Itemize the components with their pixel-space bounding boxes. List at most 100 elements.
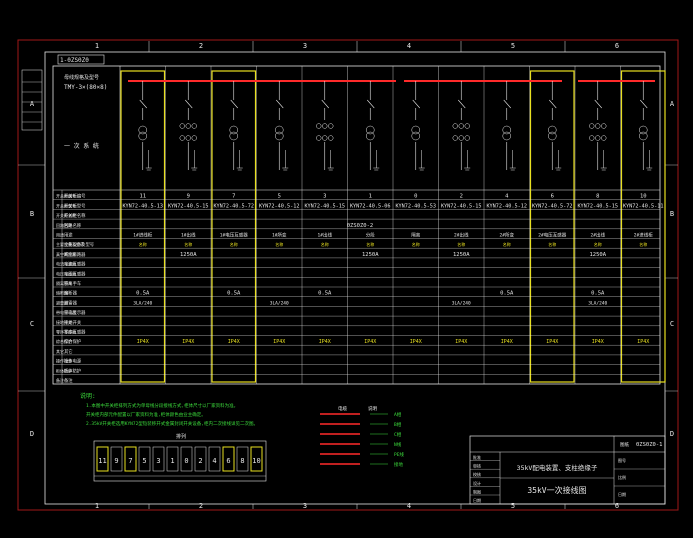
ct-symbol bbox=[458, 135, 464, 141]
column-number: 1 bbox=[95, 502, 99, 510]
row-label: 隔离手车 bbox=[56, 280, 72, 286]
layout-cell bbox=[166, 446, 179, 472]
ct-value: 3LA/240 bbox=[270, 300, 289, 306]
column-header: 名称 bbox=[457, 241, 465, 247]
panel-number: 8 bbox=[596, 194, 599, 200]
panel-name: 2#所变 bbox=[500, 232, 515, 239]
breaker-symbol bbox=[185, 99, 193, 109]
corner-tag-box bbox=[57, 54, 105, 65]
legend-header: 电缆 bbox=[338, 405, 347, 412]
breaker-symbol bbox=[503, 99, 511, 109]
row-letter: D bbox=[30, 430, 34, 438]
ip-rating: IP4X bbox=[182, 339, 194, 345]
transformer-symbol bbox=[138, 125, 147, 135]
title-block-label: 批准 bbox=[473, 454, 481, 460]
row-label: 用途 bbox=[56, 232, 64, 238]
panel-model: KYN72-40.5-53 bbox=[395, 203, 436, 209]
ip-rating: IP4X bbox=[637, 339, 649, 345]
legend-item: N线 bbox=[394, 441, 402, 448]
panel-highlight bbox=[120, 70, 166, 383]
panel-number: 11 bbox=[139, 194, 146, 200]
layout-cell bbox=[138, 446, 151, 472]
breaker-symbol bbox=[594, 99, 602, 109]
transformer-symbol bbox=[138, 131, 147, 141]
panel-model: KYN72-40.5-15 bbox=[441, 203, 482, 209]
column-number: 5 bbox=[511, 502, 515, 510]
layout-cell-number: 8 bbox=[240, 457, 244, 465]
row-letter: C bbox=[670, 320, 674, 328]
row-label: 综合保护 bbox=[64, 338, 81, 345]
ct-symbol bbox=[185, 123, 191, 129]
layout-cell-number: 3 bbox=[156, 457, 160, 465]
title-block-label: 设计 bbox=[473, 480, 481, 486]
panel-name: 隔离 bbox=[411, 232, 420, 239]
panel-model: KYN72-40.5-15 bbox=[577, 203, 618, 209]
panel-number: 5 bbox=[278, 194, 281, 200]
layout-cell-number: 2 bbox=[198, 457, 202, 465]
panel-name: 1#进线柜 bbox=[133, 232, 152, 239]
column-number: 6 bbox=[615, 502, 619, 510]
layout-header: 排列 bbox=[176, 433, 186, 440]
notes-line: 开关柜内部元件配置以厂家资料为准,柜体颜色由业主确定。 bbox=[86, 411, 206, 418]
panel-name: 2#进线柜 bbox=[634, 232, 653, 239]
layout-cell bbox=[110, 446, 123, 472]
row-label: 柜体防护 bbox=[64, 367, 81, 374]
row-label: 开关柜型号 bbox=[56, 202, 76, 208]
transformer-symbol bbox=[502, 125, 511, 135]
title-block-label: 审核 bbox=[473, 463, 481, 469]
breaker-value: 0.5A bbox=[591, 291, 605, 297]
legend-item: C相 bbox=[394, 431, 402, 438]
layout-cell-number: 10 bbox=[252, 457, 260, 465]
ct-symbol bbox=[601, 123, 607, 129]
ct-symbol bbox=[452, 135, 458, 141]
column-number: 4 bbox=[407, 42, 411, 50]
transformer-symbol bbox=[639, 131, 648, 141]
title-block-label: 比例 bbox=[618, 474, 626, 480]
column-number: 3 bbox=[303, 502, 307, 510]
ct-symbol bbox=[589, 135, 595, 141]
layout-cell bbox=[250, 446, 263, 472]
column-number: 5 bbox=[511, 42, 515, 50]
row-label: 开关柜编号 bbox=[56, 193, 76, 199]
transformer-symbol bbox=[366, 125, 375, 135]
row-label: 电流互感器 bbox=[56, 261, 76, 267]
ct-symbol bbox=[595, 135, 601, 141]
panel-name: 1#电压互感器 bbox=[220, 232, 248, 239]
breaker-symbol bbox=[549, 99, 557, 109]
layout-cell-number: 11 bbox=[98, 457, 106, 465]
panel-highlight bbox=[529, 70, 575, 383]
corner-tag: 1-0ZS0Z0 bbox=[60, 57, 89, 64]
column-header: 名称 bbox=[366, 241, 374, 247]
breaker-value: 0.5A bbox=[500, 291, 514, 297]
panel-highlight bbox=[620, 70, 666, 383]
row-label: 开关柜名称 bbox=[56, 212, 76, 218]
ct-symbol bbox=[191, 123, 197, 129]
ip-rating: IP4X bbox=[455, 339, 467, 345]
legend-item: B相 bbox=[394, 421, 402, 428]
panel-model: KYN72-40.5-72 bbox=[532, 203, 573, 209]
layout-cell-number: 6 bbox=[226, 457, 230, 465]
ct-symbol bbox=[191, 135, 197, 141]
ip-rating: IP4X bbox=[410, 339, 422, 345]
column-header: 名称 bbox=[230, 241, 238, 247]
column-number: 6 bbox=[615, 42, 619, 50]
row-label: 熔断器 bbox=[56, 290, 68, 296]
row-label: 开关柜型号 bbox=[64, 202, 85, 209]
ct-symbol bbox=[601, 135, 607, 141]
panel-model: KYN72-40.5-11 bbox=[623, 203, 664, 209]
breaker-symbol bbox=[139, 99, 147, 109]
notes-line: 1.本图中开关柜排列方式为单母线分段接线方式,柜体尺寸以厂家资料为准。 bbox=[86, 402, 238, 409]
row-label: 柜体防护 bbox=[56, 367, 72, 373]
breaker-value: 0.5A bbox=[318, 291, 332, 297]
ct-symbol bbox=[328, 135, 334, 141]
row-label: 其它 bbox=[56, 348, 64, 354]
ip-rating: IP4X bbox=[592, 339, 604, 345]
side-label: 图纸 bbox=[620, 441, 629, 448]
ct-symbol bbox=[322, 123, 328, 129]
breaker-symbol bbox=[230, 99, 238, 109]
legend-item: A相 bbox=[394, 411, 402, 418]
transformer-symbol bbox=[229, 125, 238, 135]
row-label: 电压互感器 bbox=[56, 270, 76, 276]
title-block-label: 日期 bbox=[618, 491, 626, 497]
